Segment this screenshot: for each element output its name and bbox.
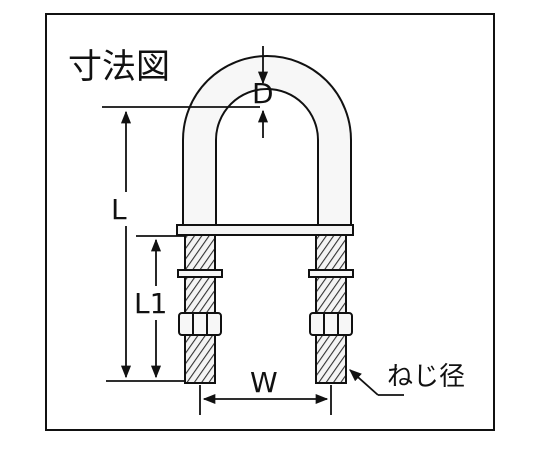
washer-right — [308, 269, 354, 278]
thread-callout — [349, 369, 404, 396]
thread-left — [184, 234, 216, 384]
w-dimension — [199, 385, 332, 415]
u-bolt-body — [182, 55, 352, 226]
d-label: D — [252, 77, 274, 110]
w-label: W — [250, 366, 278, 399]
l-dimension — [106, 110, 185, 382]
d-dimension — [102, 46, 269, 138]
nut-left — [178, 312, 222, 336]
washer-left — [177, 269, 223, 278]
thread-right — [315, 234, 347, 384]
drawing-border — [45, 13, 495, 431]
drawing-title: 寸法図 — [68, 47, 170, 87]
l-label: L — [111, 193, 127, 226]
nut-right — [309, 312, 353, 336]
l1-label: L1 — [134, 287, 167, 320]
thread-label: ねじ径 — [387, 362, 465, 392]
cross-plate — [176, 224, 354, 236]
